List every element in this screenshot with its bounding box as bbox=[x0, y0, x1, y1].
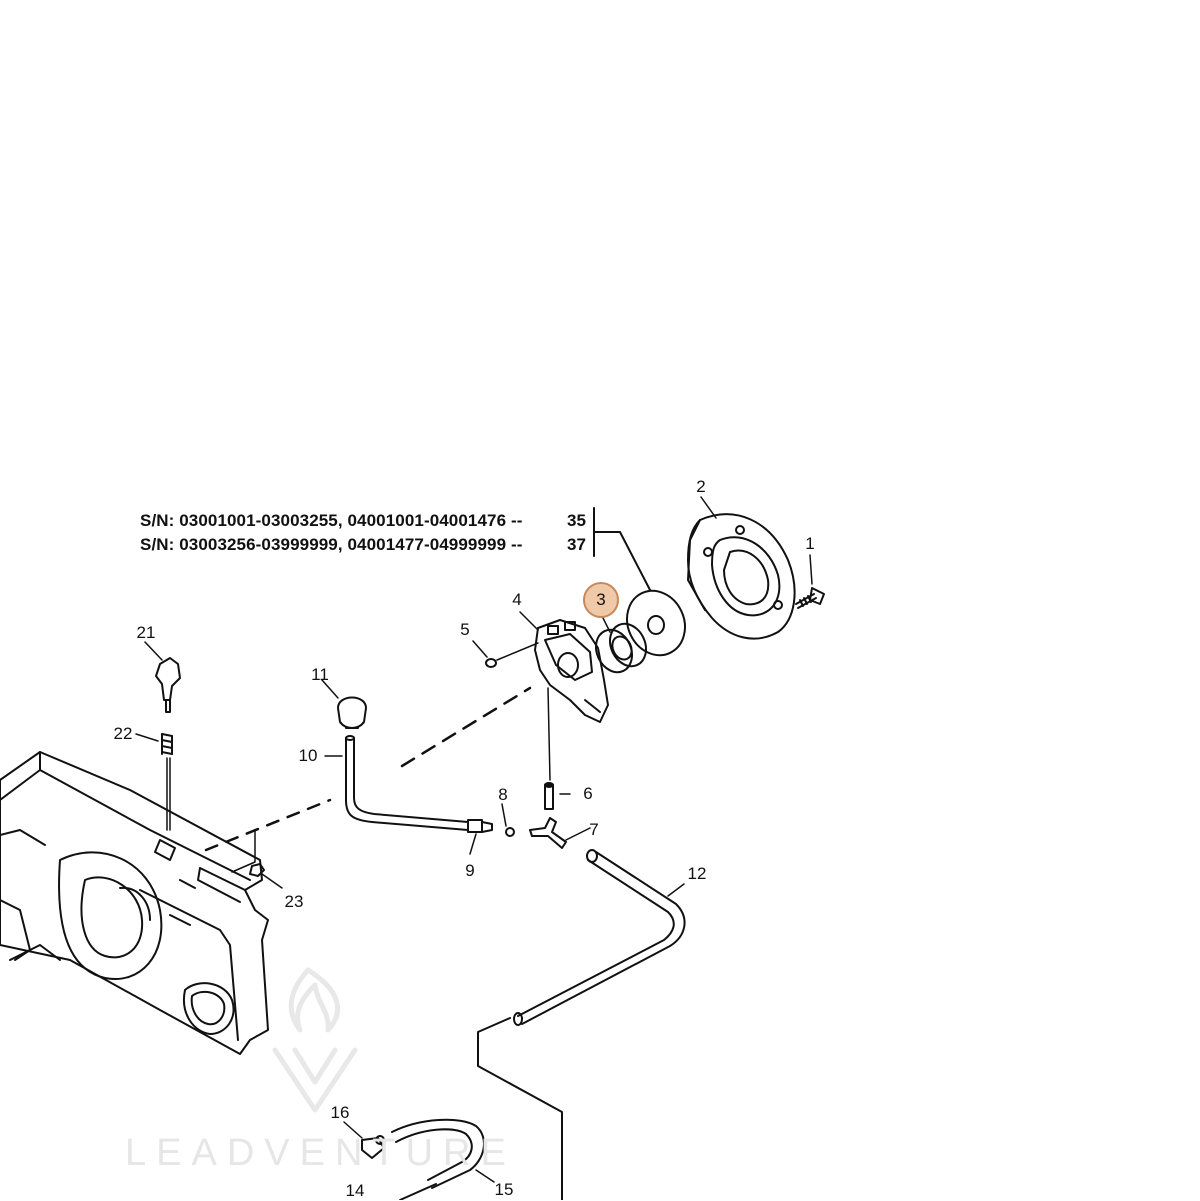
callout-10[interactable]: 10 bbox=[298, 746, 318, 765]
callout-8[interactable]: 8 bbox=[498, 785, 508, 804]
part-5-nut bbox=[485, 658, 497, 668]
serial-note-2-ref: 37 bbox=[567, 535, 586, 554]
part-10-tube bbox=[345, 735, 469, 831]
watermark: LEADVENTURE bbox=[125, 1132, 516, 1174]
callout-6[interactable]: 6 bbox=[583, 784, 593, 803]
part-2-cover bbox=[687, 513, 796, 640]
serial-note-1: S/N: 03001001-03003255, 04001001-0400147… bbox=[140, 511, 523, 530]
callout-11[interactable]: 11 bbox=[311, 665, 329, 684]
callout-1[interactable]: 1 bbox=[805, 534, 815, 553]
part-9-fitting bbox=[467, 819, 493, 833]
callout-4[interactable]: 4 bbox=[512, 590, 522, 609]
callout-3-highlight[interactable] bbox=[583, 582, 619, 618]
part-6-pin bbox=[544, 782, 554, 810]
part-7-connector bbox=[529, 817, 567, 849]
part-16-fitting bbox=[361, 1135, 385, 1159]
callout-9[interactable]: 9 bbox=[465, 861, 475, 880]
washer-35-37 bbox=[626, 589, 686, 657]
part-22-spring bbox=[161, 733, 173, 831]
part-4-pump bbox=[534, 619, 609, 723]
part-15-hose bbox=[391, 1118, 485, 1200]
part-1-screw bbox=[795, 587, 825, 609]
callout-3[interactable]: 3 bbox=[596, 590, 606, 609]
part-8-nut bbox=[505, 827, 515, 837]
callout-16[interactable]: 16 bbox=[330, 1103, 350, 1122]
part-3-bushing bbox=[595, 622, 647, 674]
callout-5[interactable]: 5 bbox=[460, 620, 470, 639]
callout-22[interactable]: 22 bbox=[113, 724, 133, 743]
callout-2[interactable]: 2 bbox=[696, 477, 706, 496]
callout-7[interactable]: 7 bbox=[589, 820, 599, 839]
watermark-logo-icon bbox=[272, 967, 358, 1113]
part-21-sensor bbox=[155, 657, 181, 713]
callout-14[interactable]: 14 bbox=[345, 1181, 365, 1200]
callout-15[interactable]: 15 bbox=[494, 1180, 514, 1199]
callout-23[interactable]: 23 bbox=[284, 892, 304, 911]
part-12-hose bbox=[513, 849, 686, 1026]
callout-12[interactable]: 12 bbox=[687, 864, 707, 883]
serial-note-2: S/N: 03003256-03999999, 04001477-0499999… bbox=[140, 535, 523, 554]
serial-bracket bbox=[593, 507, 651, 591]
serial-note-1-ref: 35 bbox=[567, 511, 586, 530]
part-11-cap bbox=[337, 696, 367, 729]
part-23-nut bbox=[249, 863, 265, 877]
callout-21[interactable]: 21 bbox=[136, 623, 156, 642]
crankcase bbox=[0, 751, 269, 1055]
